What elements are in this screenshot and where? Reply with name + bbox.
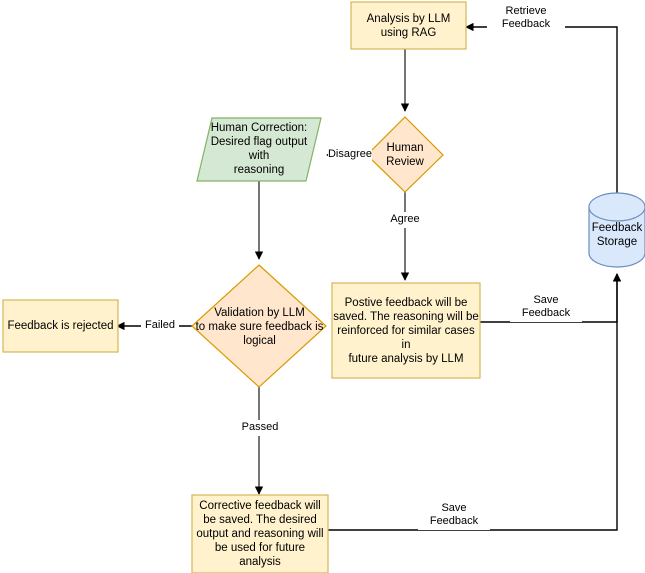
node-analysis-by-llm[interactable] [350,1,467,50]
edge-label-agree: Agree [385,212,425,228]
node-feedback-is-rejected[interactable] [2,299,119,353]
edge-label-save-positive-feedback: Save Feedback [510,292,582,322]
node-human-review[interactable] [366,116,444,193]
node-positive-feedback[interactable] [331,282,481,379]
node-feedback-storage[interactable] [588,192,645,268]
node-human-correction[interactable] [196,117,322,182]
node-validation-by-llm[interactable] [191,264,327,388]
edge-retrieve-feedback [465,22,618,193]
edge-save-corrective-feedback [327,273,622,531]
edge-label-disagree: Disagree [328,147,372,163]
edge-label-save-corrective-feedback: Save Feedback [418,500,490,530]
edge-label-retrieve-feedback: Retrieve Feedback [487,3,565,33]
edge-label-failed: Failed [141,318,179,334]
node-corrective-feedback[interactable] [191,494,329,573]
edge-label-passed: Passed [238,420,282,436]
